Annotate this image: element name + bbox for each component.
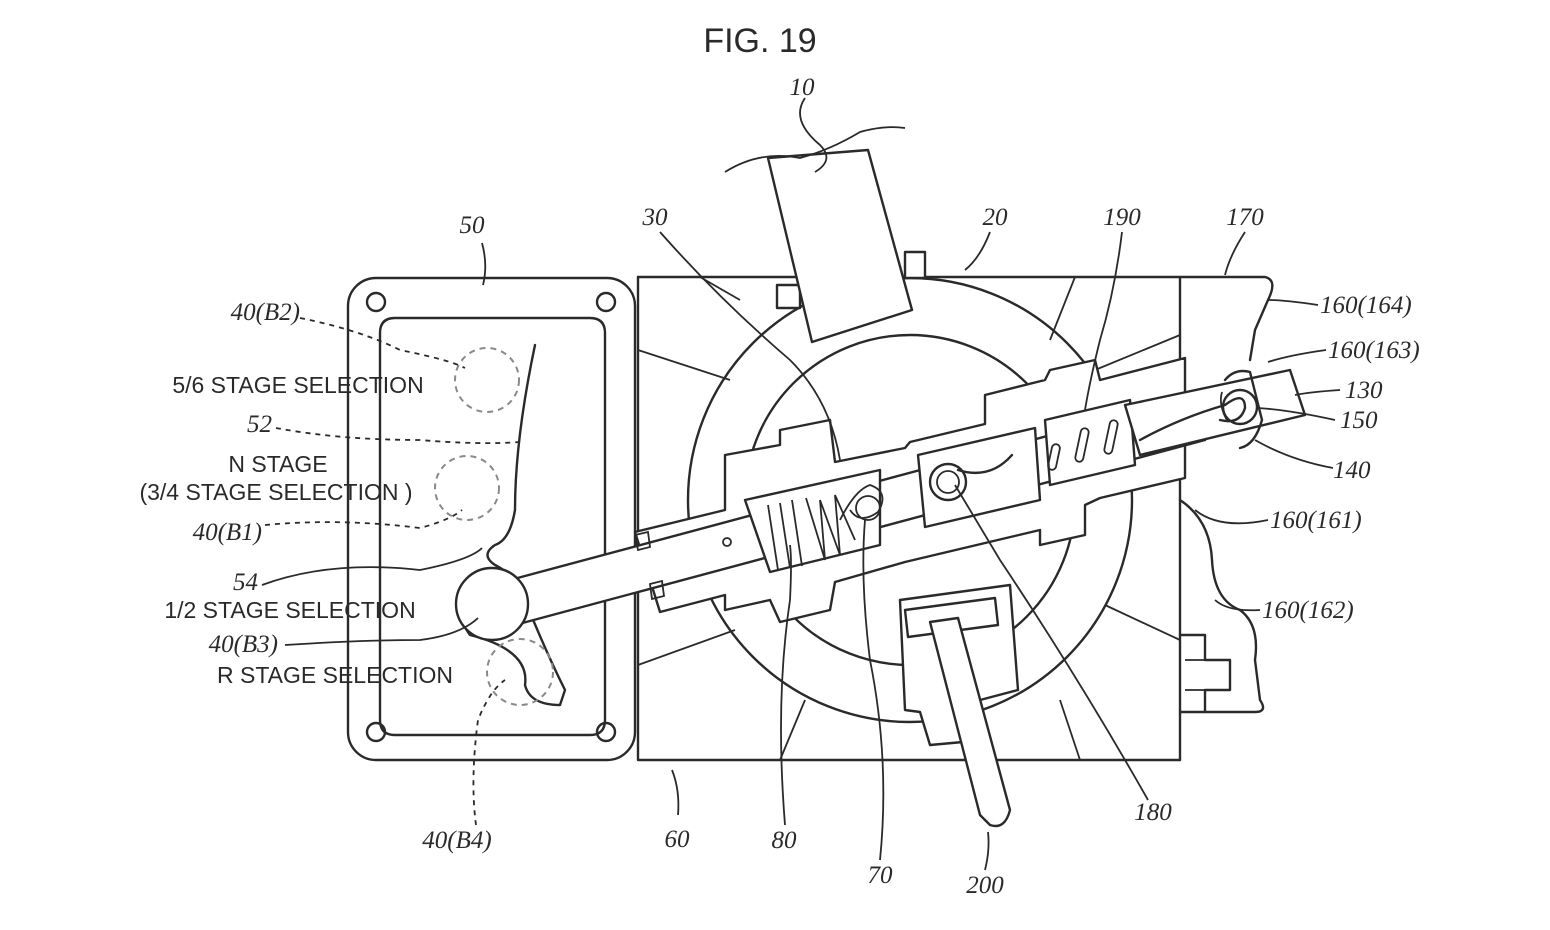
ref-40-b1: 40(B1) — [193, 519, 262, 546]
caption-3-4-stage: (3/4 STAGE SELECTION ) — [139, 479, 412, 505]
ref-160-164: 160(164) — [1320, 292, 1412, 319]
lower-lever-200 — [898, 583, 1020, 828]
ref-52: 52 — [247, 411, 272, 438]
ref-30: 30 — [642, 204, 669, 231]
ref-140: 140 — [1333, 457, 1371, 484]
ref-190: 190 — [1103, 204, 1141, 231]
ref-50: 50 — [460, 212, 486, 239]
bracket-160 — [1178, 498, 1265, 714]
shift-gate-plate-50 — [346, 276, 637, 762]
ref-40-b2: 40(B2) — [231, 299, 300, 326]
caption-r-stage: R STAGE SELECTION — [217, 662, 453, 688]
ref-130: 130 — [1345, 377, 1383, 404]
ref-160-161: 160(161) — [1270, 507, 1362, 534]
shift-lever-assembly — [454, 356, 1307, 642]
ref-70: 70 — [868, 862, 894, 889]
stage-captions: 5/6 STAGE SELECTION N STAGE (3/4 STAGE S… — [139, 372, 453, 688]
leader-lines — [261, 97, 1341, 871]
ref-180: 180 — [1134, 799, 1172, 826]
ref-40-b3: 40(B3) — [209, 631, 278, 658]
caption-n-stage: N STAGE — [228, 451, 327, 477]
ref-200: 200 — [966, 872, 1004, 899]
ref-40-b4: 40(B4) — [422, 827, 491, 854]
ref-60: 60 — [665, 826, 691, 853]
input-rod-10 — [724, 126, 914, 344]
ref-160-162: 160(162) — [1262, 597, 1354, 624]
ref-10: 10 — [790, 74, 816, 101]
ref-170: 170 — [1226, 204, 1264, 231]
reference-numerals: 10 20 30 50 190 170 160(164) 160(163) 13… — [193, 74, 1420, 899]
ref-54: 54 — [233, 569, 258, 596]
ref-160-163: 160(163) — [1328, 337, 1420, 364]
ref-20: 20 — [983, 204, 1009, 231]
ref-80: 80 — [772, 827, 798, 854]
caption-5-6-stage: 5/6 STAGE SELECTION — [172, 372, 423, 398]
figure-title: FIG. 19 — [703, 22, 816, 60]
ref-150: 150 — [1340, 407, 1378, 434]
caption-1-2-stage: 1/2 STAGE SELECTION — [164, 597, 415, 623]
